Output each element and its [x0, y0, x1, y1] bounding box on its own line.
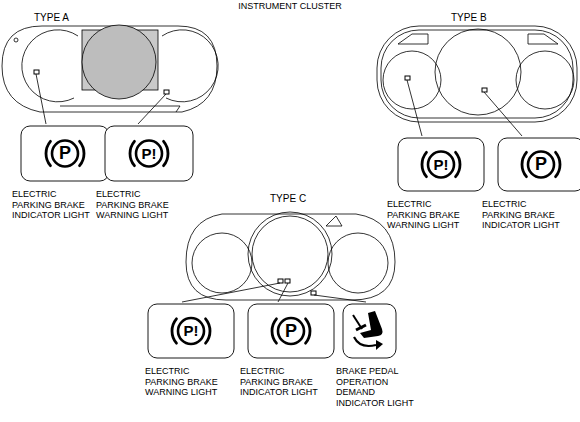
icon-graphic — [342, 303, 397, 359]
leader-line — [138, 94, 166, 124]
icon-border — [21, 126, 109, 181]
icon-frame: P! — [147, 303, 235, 359]
leader-line — [36, 74, 46, 124]
indicator-callout: BRAKE PEDAL OPERATION DEMAND INDICATOR L… — [342, 303, 418, 408]
parking-symbol: P! — [147, 303, 235, 359]
cluster-housing — [2, 26, 217, 112]
type-c-cluster — [186, 212, 395, 300]
cluster-bezel — [381, 30, 573, 118]
type-label: TYPE A — [34, 12, 69, 23]
cluster-housing — [186, 214, 395, 300]
icon-border — [343, 304, 396, 358]
leader-line — [182, 283, 280, 302]
callout-caption: ELECTRIC PARKING BRAKE WARNING LIGHT — [387, 199, 469, 231]
icon-border — [248, 304, 334, 358]
gauge-ring — [22, 30, 78, 102]
indicator-callout: PELECTRIC PARKING BRAKE INDICATOR LIGHT — [497, 137, 580, 231]
warning-slot — [528, 34, 558, 44]
gauge-dial — [82, 25, 156, 99]
leader-line — [407, 80, 422, 136]
type-label: TYPE C — [270, 193, 306, 204]
press-arrowhead — [376, 340, 383, 350]
indicator-lamp — [405, 76, 410, 80]
indicator-lamp — [164, 90, 169, 94]
icon-frame: P — [20, 125, 110, 182]
icon-frame: P — [247, 303, 335, 359]
icon-border — [398, 138, 484, 191]
gauge-ring — [162, 30, 218, 102]
diagram-title: INSTRUMENT CLUSTER — [230, 1, 350, 12]
lower-bezel — [60, 106, 180, 112]
icon-frame — [342, 303, 397, 359]
indicator-callout: PELECTRIC PARKING BRAKE INDICATOR LIGHT — [247, 303, 335, 398]
symbol-arc — [422, 152, 426, 176]
gauge-ring — [252, 216, 328, 292]
gauge-ring — [516, 51, 574, 109]
indicator-lamp — [311, 291, 316, 295]
symbol-arc — [46, 141, 50, 165]
indicator-callout: P!ELECTRIC PARKING BRAKE WARNING LIGHT — [397, 137, 485, 231]
gauge-ring — [328, 233, 388, 293]
parking-symbol: P! — [104, 125, 194, 182]
icon-frame: P — [497, 137, 580, 192]
gauge-ring — [192, 233, 252, 293]
symbol-arc — [272, 319, 276, 343]
indicator-callout: P! ELECTRIC PARKING BRAKE WARNING LIGHT — [147, 303, 235, 398]
warning-slot — [398, 34, 428, 44]
pedal-arm — [353, 315, 362, 329]
leader-line — [314, 295, 366, 302]
icon-frame: P! — [397, 137, 485, 192]
icon-border — [498, 138, 580, 191]
symbol-arc — [206, 319, 210, 343]
callout-caption: ELECTRIC PARKING BRAKE WARNING LIGHT — [145, 366, 227, 398]
parking-symbol: P — [20, 125, 110, 182]
callout-caption: ELECTRIC PARKING BRAKE INDICATOR LIGHT — [12, 189, 94, 221]
gauge-ring — [435, 29, 521, 115]
parking-symbol: P — [497, 137, 580, 192]
parking-symbol: P — [247, 303, 335, 359]
pedal-pictogram — [353, 311, 383, 350]
symbol-arc — [80, 141, 84, 165]
symbol-arc — [522, 152, 526, 176]
symbol-arc — [172, 319, 176, 343]
indicator-lamp — [278, 279, 283, 283]
symbol-arc — [556, 152, 560, 176]
warning-slot — [326, 216, 342, 226]
icon-border — [148, 304, 234, 358]
symbol-arc — [306, 319, 310, 343]
symbol-arc — [456, 152, 460, 176]
type-label: TYPE B — [451, 12, 487, 23]
type-b-cluster — [377, 26, 577, 122]
gauge-ring — [383, 51, 441, 109]
parking-symbol: P! — [397, 137, 485, 192]
indicator-callout: P!ELECTRIC PARKING BRAKE WARNING LIGHT — [104, 125, 194, 221]
symbol-arc — [130, 141, 134, 165]
indicator-lamp — [34, 70, 39, 74]
callout-caption: ELECTRIC PARKING BRAKE INDICATOR LIGHT — [240, 366, 322, 398]
leader-line — [484, 92, 522, 136]
icon-border — [105, 126, 193, 181]
callout-caption: BRAKE PEDAL OPERATION DEMAND INDICATOR L… — [336, 366, 418, 408]
callout-caption: ELECTRIC PARKING BRAKE WARNING LIGHT — [96, 189, 178, 221]
press-arrow — [354, 337, 376, 346]
indicator-lamp — [285, 279, 290, 283]
indicator-spot — [14, 38, 18, 42]
gauge-ring — [248, 212, 332, 296]
type-a-cluster — [2, 25, 218, 112]
callout-caption: ELECTRIC PARKING BRAKE INDICATOR LIGHT — [482, 199, 564, 231]
indicator-lamp — [482, 88, 487, 92]
leader-lines — [36, 74, 522, 302]
icon-frame: P! — [104, 125, 194, 182]
symbol-arc — [164, 141, 168, 165]
leader-line — [278, 283, 288, 302]
foot-shape — [360, 311, 383, 338]
cluster-housing — [377, 26, 577, 122]
